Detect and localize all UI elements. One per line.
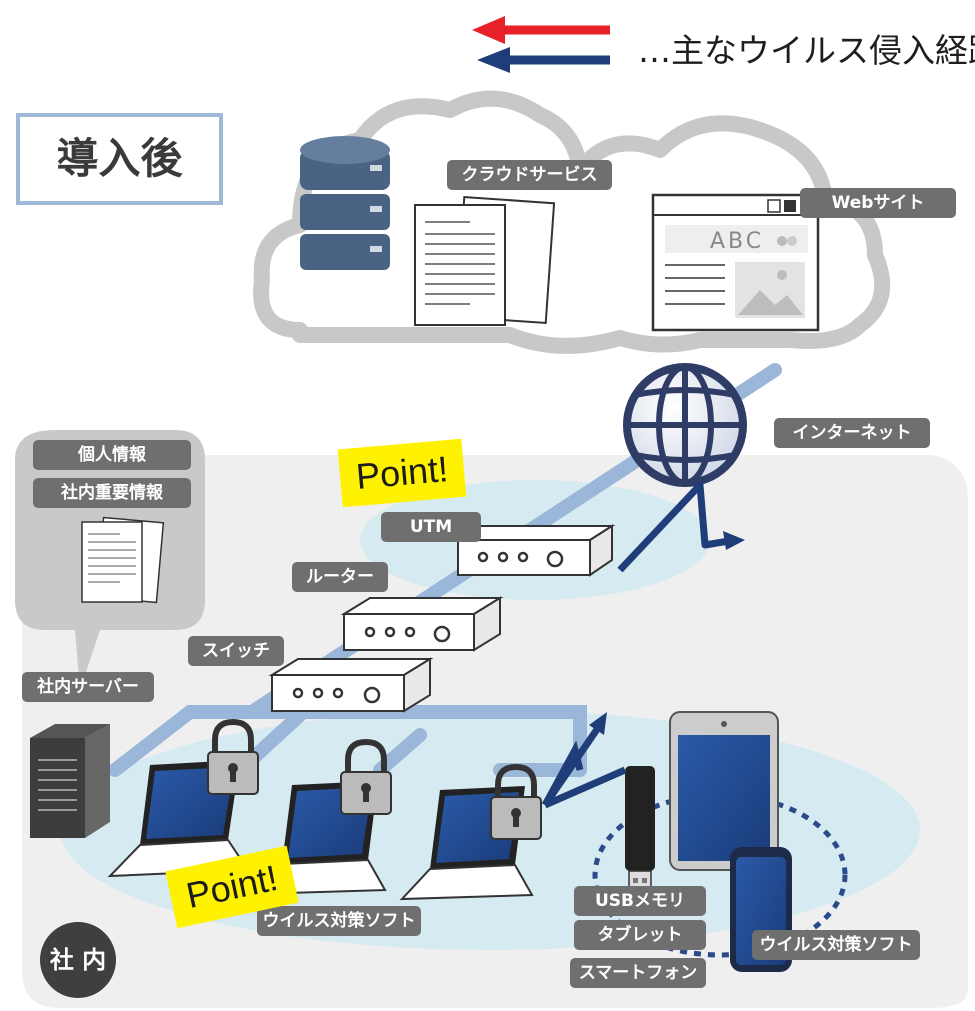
tablet-icon [669,711,779,871]
internet-label: インターネット [774,418,930,448]
utm-device-icon [454,524,616,577]
lock-icon [490,763,542,840]
protection-ring [592,792,848,958]
utm-label: UTM [381,512,481,542]
personal-info-label: 個人情報 [33,440,191,470]
point-badge-utm: Point! [337,438,467,508]
globe-icon [623,363,747,487]
website-heading: ABC [710,229,764,254]
antivirus-pc-label: ウイルス対策ソフト [257,906,421,936]
database-icon [300,136,390,270]
switch-label: スイッチ [188,636,284,666]
lock-icon [207,718,259,795]
website-label: Webサイト [800,188,956,218]
legend-label: …主なウイルス侵入経路 [638,31,975,70]
document-icon [414,195,556,326]
tablet-label: タブレット [574,920,706,950]
threat-arrow-client [541,712,627,809]
router-label: ルーター [292,562,388,592]
office-badge: 社 内 [40,922,116,998]
confidential-info-label: 社内重要情報 [33,478,191,508]
lock-icon [340,738,392,815]
switch-device-icon [268,657,434,713]
antivirus-mobile-label: ウイルス対策ソフト [752,930,920,960]
after-introduction-label: 導入後 [16,113,223,205]
threat-arrow-utm [617,481,745,573]
threat-arrows [541,481,745,809]
browser-window-icon: ABC [651,193,820,332]
server-label: 社内サーバー [22,672,154,702]
cloud-service-label: クラウドサービス [447,160,612,190]
server-tower-icon [30,724,110,838]
router-device-icon [340,596,504,652]
smartphone-label: スマートフォン [570,958,706,988]
usb-memory-label: USBメモリ [574,886,706,916]
legend-arrows [472,16,610,73]
usb-memory-icon [625,766,655,896]
